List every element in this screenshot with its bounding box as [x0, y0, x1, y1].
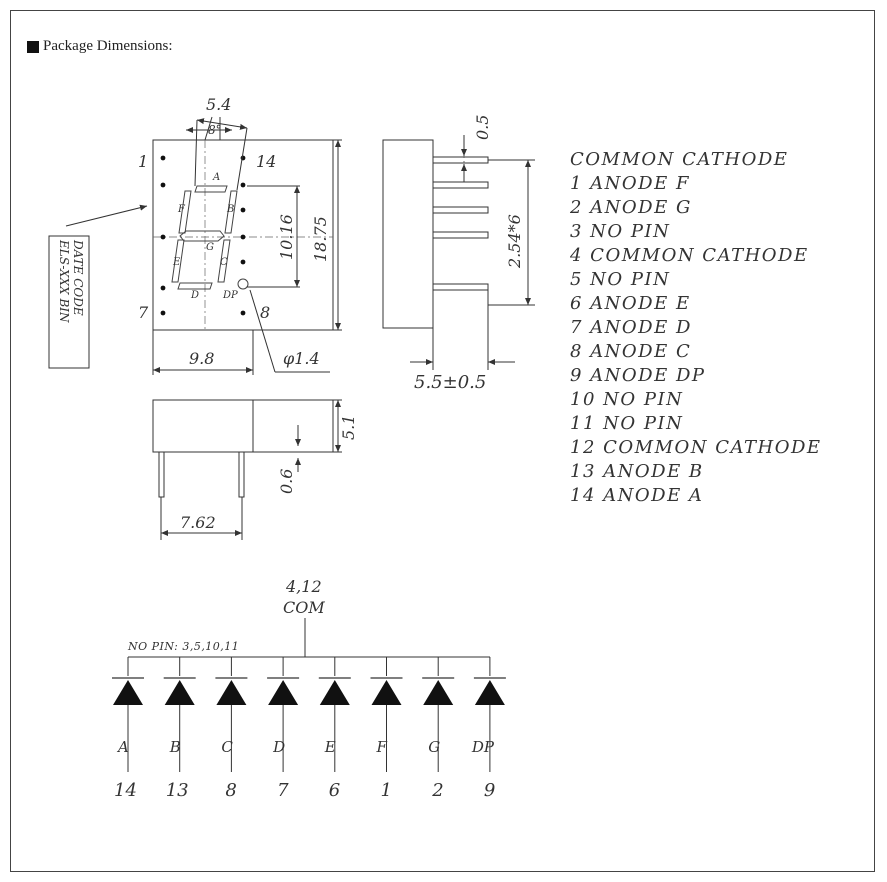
bullet-square-icon	[27, 40, 39, 53]
diode-pin-number: 1	[381, 780, 392, 801]
diode-segment-label: B	[169, 738, 181, 756]
diode-b: B 13	[163, 657, 196, 801]
diode-pin-number: 13	[166, 780, 189, 801]
diode-pin-number: 8	[225, 780, 236, 801]
section-title-text: Package Dimensions:	[43, 38, 173, 54]
segment-digit	[171, 185, 249, 290]
pin-list-item: 1 ANODE F	[570, 173, 690, 194]
marking-text: ELS-XXX BIN DATE CODE	[57, 239, 85, 323]
no-pin-note: NO PIN: 3,5,10,11	[127, 640, 239, 653]
pin-list-item: 5 NO PIN	[570, 269, 671, 290]
pin-list-item: 12 COMMON CATHODE	[570, 437, 822, 458]
diode-g: G2	[422, 657, 455, 801]
pin-list-item: 14 ANODE A	[570, 485, 704, 506]
dim-width: 9.8	[189, 349, 214, 368]
svg-text:B: B	[226, 204, 234, 215]
svg-text:E: E	[172, 257, 181, 268]
pin-list-item: 11 NO PIN	[570, 413, 684, 434]
pin-label-7: 7	[138, 303, 149, 322]
pin-list-item: 9 ANODE DP	[570, 365, 706, 386]
dim-angle: 8°	[208, 123, 222, 137]
diode-pin-number: 2	[431, 780, 443, 801]
diode-pin-number: 14	[114, 780, 137, 801]
svg-text:C: C	[220, 257, 228, 268]
side-view	[382, 135, 535, 370]
pin-list-item: 7 ANODE D	[570, 317, 692, 338]
dim-depth: 5.5±0.5	[414, 372, 486, 393]
dim-top-width: 5.4	[206, 95, 231, 114]
pin-list-item: 4 COMMON CATHODE	[570, 245, 809, 266]
pin-list-item: 3 NO PIN	[570, 221, 671, 242]
diode-segment-label: D	[272, 738, 285, 756]
diode-pin-number: 6	[329, 780, 340, 801]
diode-segment-label: A	[116, 738, 129, 756]
pin-assignment-list: COMMON CATHODE 1 ANODE F 2 ANODE G 3 NO …	[570, 148, 822, 508]
svg-text:ELS-XXX BIN: ELS-XXX BIN	[57, 239, 71, 323]
dim-segment-height: 10.16	[277, 214, 296, 260]
section-title: Package Dimensions:	[27, 38, 173, 55]
common-pins-label: 4,12	[285, 577, 322, 596]
diode-e: E6	[318, 657, 351, 801]
svg-text:DP: DP	[222, 290, 238, 301]
marking-label-box	[48, 235, 90, 369]
pin-list-item: 2 ANODE G	[570, 197, 692, 218]
front-view	[65, 116, 342, 375]
dim-pin-width: 0.5	[473, 115, 492, 140]
diode-a: A 14	[112, 657, 144, 801]
schematic	[128, 618, 490, 658]
pin-list-item: 8 ANODE C	[570, 341, 692, 362]
side-pins	[432, 156, 489, 291]
diode-segment-label: DP	[471, 738, 495, 756]
svg-text:A: A	[212, 172, 220, 183]
dim-row-spacing: 7.62	[180, 513, 216, 532]
pin-list-item: 10 NO PIN	[570, 389, 684, 410]
diode-dp: DP 9	[471, 657, 506, 801]
svg-text:D: D	[190, 290, 199, 301]
pin-list-item: 13 ANODE B	[570, 461, 704, 482]
pin-dots	[160, 155, 246, 316]
drawing-frame	[10, 10, 875, 872]
dim-bottom-height: 5.1	[339, 415, 358, 440]
display-body-outline	[152, 139, 334, 331]
pin-label-8: 8	[260, 303, 270, 322]
diode-pin-number: 9	[484, 780, 495, 801]
diode-d: D7	[267, 657, 300, 801]
bottom-view	[152, 399, 342, 540]
side-body-outline	[382, 139, 434, 329]
segment-letters: A B C D E F G DP	[172, 172, 238, 301]
common-label: COM	[283, 598, 325, 617]
diode-pin-number: 7	[277, 780, 289, 801]
diode-segment-label: F	[376, 738, 388, 756]
diode-segment-label: C	[221, 738, 233, 756]
diode-segment-label: E	[324, 738, 336, 756]
dim-dot-diameter: φ1.4	[283, 349, 320, 368]
pin-list-item: 6 ANODE E	[570, 293, 691, 314]
svg-text:G: G	[206, 242, 214, 253]
pin-label-1: 1	[138, 152, 148, 171]
diode-c: C8	[215, 657, 248, 801]
bottom-body-outline	[152, 399, 334, 453]
pin-label-14: 14	[256, 152, 276, 171]
dim-bottom-pin: 0.6	[277, 469, 296, 494]
svg-text:F: F	[177, 204, 186, 215]
dim-body-height: 18.75	[311, 216, 330, 262]
pin-list-header: COMMON CATHODE	[570, 149, 789, 170]
dim-pitch: 2.54*6	[505, 214, 524, 269]
front-view-labels: 5.4 8° 1 14 7 8 9.8 φ1.4	[138, 95, 320, 368]
diode-f: F1	[370, 657, 403, 801]
svg-text:DATE CODE: DATE CODE	[71, 239, 85, 316]
diode-segment-label: G	[428, 738, 440, 756]
